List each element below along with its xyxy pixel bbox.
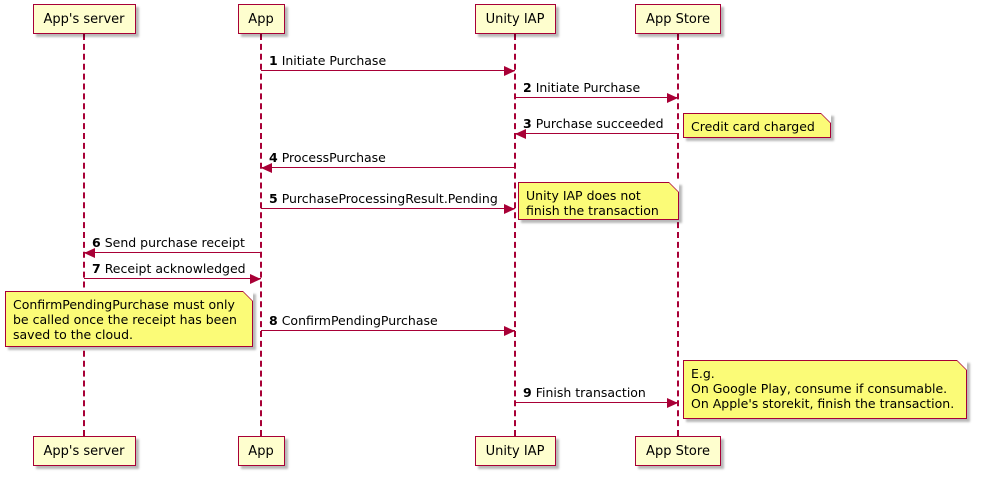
note-text: Unity IAP does not finish the transactio… xyxy=(526,188,659,218)
note-text: Credit card charged xyxy=(691,119,815,134)
lifeline-app xyxy=(260,34,262,436)
participant-label: App's server xyxy=(43,11,125,27)
participant-label: Unity IAP xyxy=(485,11,545,27)
message-label-5: 5 PurchaseProcessingResult.Pending xyxy=(269,191,498,206)
participant-unityiap-bottom[interactable]: Unity IAP xyxy=(474,436,556,466)
participant-label: Unity IAP xyxy=(485,443,545,459)
participant-label: App xyxy=(248,11,274,27)
participant-appstore-bottom[interactable]: App Store xyxy=(635,436,721,466)
participant-appstore-top[interactable]: App Store xyxy=(635,4,721,34)
note-fold-corner-inner xyxy=(957,360,967,370)
message-line-5 xyxy=(261,208,515,209)
arrowhead-right-icon xyxy=(504,66,515,76)
participant-server-bottom[interactable]: App's server xyxy=(32,436,136,466)
note-fold-corner-inner xyxy=(669,182,679,192)
message-line-3 xyxy=(515,133,678,134)
message-number: 6 xyxy=(92,235,101,250)
arrowhead-right-icon xyxy=(504,326,515,336)
note-fold-corner-inner xyxy=(821,113,831,123)
message-number: 5 xyxy=(269,191,278,206)
message-line-7 xyxy=(84,278,261,279)
participant-server-top[interactable]: App's server xyxy=(32,4,136,34)
message-line-2 xyxy=(515,97,678,98)
message-label-3: 3 Purchase succeeded xyxy=(523,116,664,131)
note-text: E.g. On Google Play, consume if consumab… xyxy=(691,366,955,411)
message-line-8 xyxy=(261,330,515,331)
lifeline-appstore xyxy=(677,34,679,436)
arrowhead-left-icon xyxy=(261,163,272,173)
lifeline-unityiap xyxy=(514,34,516,436)
lifeline-server xyxy=(83,34,85,436)
participant-label: App Store xyxy=(646,443,710,459)
arrowhead-right-icon xyxy=(667,398,678,408)
message-line-6 xyxy=(84,252,261,253)
arrowhead-left-icon xyxy=(515,129,526,139)
message-text: Initiate Purchase xyxy=(535,80,641,95)
message-number: 4 xyxy=(269,150,278,165)
message-number: 9 xyxy=(523,385,532,400)
note-fold-corner-inner xyxy=(243,291,253,301)
message-number: 2 xyxy=(523,80,532,95)
note-finish-transaction-examples: E.g. On Google Play, consume if consumab… xyxy=(683,360,967,419)
message-number: 7 xyxy=(92,261,101,276)
message-label-7: 7 Receipt acknowledged xyxy=(92,261,246,276)
participant-app-bottom[interactable]: App xyxy=(237,436,285,466)
message-text: Receipt acknowledged xyxy=(104,261,246,276)
participant-unityiap-top[interactable]: Unity IAP xyxy=(474,4,556,34)
participant-label: App's server xyxy=(43,443,125,459)
message-line-1 xyxy=(261,70,515,71)
participant-label: App xyxy=(248,443,274,459)
note-credit-card-charged: Credit card charged xyxy=(683,113,831,138)
message-text: Finish transaction xyxy=(535,385,646,400)
arrowhead-right-icon xyxy=(504,204,515,214)
message-number: 1 xyxy=(269,53,278,68)
note-confirm-pending-purchase: ConfirmPendingPurchase must only be call… xyxy=(5,291,253,347)
note-text: ConfirmPendingPurchase must only be call… xyxy=(13,297,237,342)
note-unity-iap-does-not-finish: Unity IAP does not finish the transactio… xyxy=(518,182,679,220)
arrowhead-right-icon xyxy=(667,93,678,103)
message-number: 3 xyxy=(523,116,532,131)
participant-label: App Store xyxy=(646,11,710,27)
message-text: Send purchase receipt xyxy=(104,235,245,250)
message-label-2: 2 Initiate Purchase xyxy=(523,80,641,95)
message-text: ConfirmPendingPurchase xyxy=(281,313,438,328)
message-text: PurchaseProcessingResult.Pending xyxy=(281,191,498,206)
arrowhead-right-icon xyxy=(250,274,261,284)
message-label-8: 8 ConfirmPendingPurchase xyxy=(269,313,438,328)
participant-app-top[interactable]: App xyxy=(237,4,285,34)
message-number: 8 xyxy=(269,313,278,328)
message-label-6: 6 Send purchase receipt xyxy=(92,235,245,250)
message-text: ProcessPurchase xyxy=(281,150,386,165)
message-text: Purchase succeeded xyxy=(535,116,664,131)
message-label-1: 1 Initiate Purchase xyxy=(269,53,387,68)
message-label-9: 9 Finish transaction xyxy=(523,385,646,400)
message-text: Initiate Purchase xyxy=(281,53,387,68)
message-line-9 xyxy=(515,402,678,403)
arrowhead-left-icon xyxy=(84,248,95,258)
message-line-4 xyxy=(261,167,515,168)
message-label-4: 4 ProcessPurchase xyxy=(269,150,386,165)
